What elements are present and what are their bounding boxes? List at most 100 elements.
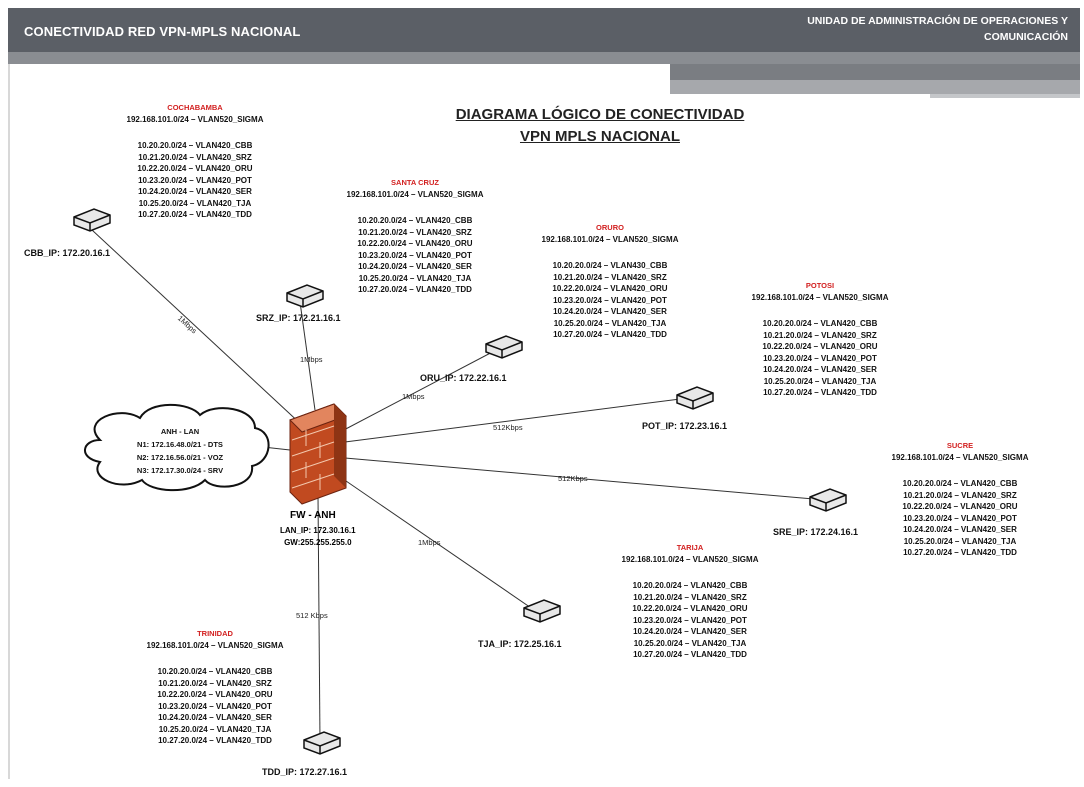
site-vlan: 192.168.101.0/24 – VLAN520_SIGMA [126, 114, 264, 124]
router-ip-pot: POT_IP: 172.23.16.1 [642, 421, 728, 431]
network-entry: 10.23.20.0/24 – VLAN420_POT [633, 615, 747, 625]
site-name: COCHABAMBA [167, 103, 223, 112]
network-entry: 10.25.20.0/24 – VLAN420_TJA [358, 273, 472, 283]
site-vlan: 192.168.101.0/24 – VLAN520_SIGMA [891, 452, 1029, 462]
router-icon-cbb [73, 208, 111, 232]
link-tdd [317, 494, 321, 743]
header-unit: UNIDAD DE ADMINISTRACIÓN DE OPERACIONES … [738, 13, 1068, 45]
link-srz [299, 301, 316, 411]
link-pot [344, 397, 689, 443]
router-ip-cbb: CBB_IP: 172.20.16.1 [24, 248, 111, 258]
site-vlan: 192.168.101.0/24 – VLAN520_SIGMA [146, 640, 284, 650]
site-pot: POTOSI 192.168.101.0/24 – VLAN520_SIGMA … [725, 280, 915, 399]
header-title: CONECTIVIDAD RED VPN-MPLS NACIONAL [24, 24, 301, 39]
network-entry: 10.24.20.0/24 – VLAN420_SER [138, 187, 252, 196]
network-entry: 10.22.20.0/24 – VLAN420_ORU [762, 342, 878, 351]
site-srz: SANTA CRUZ 192.168.101.0/24 – VLAN520_SI… [320, 177, 510, 296]
header-stripe [670, 64, 1080, 80]
lan-title: ANH - LAN [160, 427, 200, 436]
router-ip-tja: TJA_IP: 172.25.16.1 [478, 639, 562, 649]
router-ip-srz: SRZ_IP: 172.21.16.1 [256, 313, 341, 323]
header-stripe [670, 80, 1080, 94]
site-vlan: 192.168.101.0/24 – VLAN520_SIGMA [541, 234, 679, 244]
network-entry: 10.25.20.0/24 – VLAN420_TJA [158, 724, 272, 734]
network-entry: 10.23.20.0/24 – VLAN420_POT [763, 353, 877, 363]
network-entry: 10.24.20.0/24 – VLAN420_SER [633, 627, 747, 636]
site-networks: 10.20.20.0/24 – VLAN420_CBB 10.21.20.0/2… [865, 478, 1055, 559]
bandwidth-oru: 1Mbps [402, 392, 425, 401]
site-name: SANTA CRUZ [391, 178, 439, 187]
network-entry: 10.23.20.0/24 – VLAN420_POT [138, 175, 252, 185]
header-stripe [8, 52, 1080, 64]
lan-n3: N3: 172.17.30.0/24 - SRV [136, 466, 224, 475]
network-entry: 10.27.20.0/24 – VLAN420_TDD [158, 736, 272, 745]
network-entry: 10.23.20.0/24 – VLAN420_POT [553, 295, 667, 305]
header-unit-line2: COMUNICACIÓN [984, 31, 1068, 43]
network-entry: 10.20.20.0/24 – VLAN420_CBB [137, 141, 253, 150]
network-entry: 10.21.20.0/24 – VLAN420_SRZ [158, 678, 272, 688]
site-name: TRINIDAD [197, 629, 233, 638]
link-oru [339, 347, 501, 433]
site-networks: 10.20.20.0/24 – VLAN420_CBB 10.21.20.0/2… [120, 666, 310, 747]
network-entry: 10.20.20.0/24 – VLAN420_CBB [762, 319, 878, 328]
bandwidth-tja: 1Mbps [418, 538, 441, 547]
network-entry: 10.27.20.0/24 – VLAN420_TDD [903, 548, 1017, 557]
site-networks: 10.20.20.0/24 – VLAN430_CBB 10.21.20.0/2… [515, 260, 705, 341]
lan-cloud [84, 403, 270, 492]
network-entry: 10.24.20.0/24 – VLAN420_SER [158, 713, 272, 722]
router-icon-srz [286, 284, 324, 308]
router-ip-oru: ORU_IP: 172.22.16.1 [420, 373, 507, 383]
network-entry: 10.25.20.0/24 – VLAN420_TJA [138, 198, 252, 208]
site-tdd: TRINIDAD 192.168.101.0/24 – VLAN520_SIGM… [120, 628, 310, 747]
lan-n1: N1: 172.16.48.0/21 - DTS [137, 440, 223, 449]
network-entry: 10.21.20.0/24 – VLAN420_SRZ [633, 592, 747, 602]
network-entry: 10.23.20.0/24 – VLAN420_POT [158, 701, 272, 711]
network-entry: 10.22.20.0/24 – VLAN420_ORU [137, 164, 253, 173]
diagram-title-line1: DIAGRAMA LÓGICO DE CONECTIVIDAD [455, 106, 745, 123]
bandwidth-tdd: 512 Kbps [296, 611, 328, 620]
link-sre [344, 457, 826, 501]
network-entry: 10.22.20.0/24 – VLAN420_ORU [902, 502, 1018, 511]
site-tja: TARIJA 192.168.101.0/24 – VLAN520_SIGMA … [595, 542, 785, 661]
network-entry: 10.20.20.0/24 – VLAN420_CBB [902, 479, 1018, 488]
network-entry: 10.23.20.0/24 – VLAN420_POT [358, 250, 472, 260]
network-entry: 10.21.20.0/24 – VLAN420_SRZ [358, 227, 472, 237]
router-icon-pot [676, 386, 714, 410]
network-entry: 10.20.20.0/24 – VLAN420_CBB [357, 216, 473, 225]
site-cbb: COCHABAMBA 192.168.101.0/24 – VLAN520_SI… [95, 102, 295, 221]
network-entry: 10.22.20.0/24 – VLAN420_ORU [357, 239, 473, 248]
network-entry: 10.24.20.0/24 – VLAN420_SER [903, 525, 1017, 534]
network-entry: 10.20.20.0/24 – VLAN420_CBB [157, 667, 273, 676]
firewall-lan-ip: LAN_IP: 172.30.16.1 [280, 526, 356, 535]
diagram-title: DIAGRAMA LÓGICO DE CONECTIVIDAD VPN MPLS… [400, 104, 800, 148]
site-name: POTOSI [805, 281, 835, 290]
site-oru: ORURO 192.168.101.0/24 – VLAN520_SIGMA 1… [515, 222, 705, 341]
network-entry: 10.20.20.0/24 – VLAN420_CBB [632, 581, 748, 590]
router-icon-tdd [303, 731, 341, 755]
header-unit-line1: UNIDAD DE ADMINISTRACIÓN DE OPERACIONES … [807, 15, 1068, 27]
network-entry: 10.27.20.0/24 – VLAN420_TDD [138, 210, 252, 219]
site-vlan: 192.168.101.0/24 – VLAN520_SIGMA [346, 189, 484, 199]
network-entry: 10.21.20.0/24 – VLAN420_SRZ [553, 272, 667, 282]
network-entry: 10.22.20.0/24 – VLAN420_ORU [632, 604, 748, 613]
lan-cloud-text: ANH - LAN N1: 172.16.48.0/21 - DTS N2: 1… [100, 425, 260, 477]
router-icon-oru [485, 335, 523, 359]
network-entry: 10.25.20.0/24 – VLAN420_TJA [633, 638, 747, 648]
firewall-icon [289, 403, 347, 505]
network-entry: 10.21.20.0/24 – VLAN420_SRZ [903, 490, 1017, 500]
diagram-title-line2: VPN MPLS NACIONAL [519, 128, 680, 145]
network-entry: 10.22.20.0/24 – VLAN420_ORU [552, 284, 668, 293]
site-networks: 10.20.20.0/24 – VLAN420_CBB 10.21.20.0/2… [95, 140, 295, 221]
network-entry: 10.25.20.0/24 – VLAN420_TJA [903, 536, 1017, 546]
router-ip-tdd: TDD_IP: 172.27.16.1 [262, 767, 348, 777]
network-entry: 10.21.20.0/24 – VLAN420_SRZ [138, 152, 252, 162]
network-entry: 10.27.20.0/24 – VLAN420_TDD [633, 650, 747, 659]
network-entry: 10.27.20.0/24 – VLAN420_TDD [553, 330, 667, 339]
link-tja [329, 469, 538, 613]
network-entry: 10.27.20.0/24 – VLAN420_TDD [358, 285, 472, 294]
network-entry: 10.25.20.0/24 – VLAN420_TJA [763, 376, 877, 386]
network-entry: 10.25.20.0/24 – VLAN420_TJA [553, 318, 667, 328]
bandwidth-pot: 512Kbps [493, 423, 523, 432]
frame-border [8, 64, 10, 779]
